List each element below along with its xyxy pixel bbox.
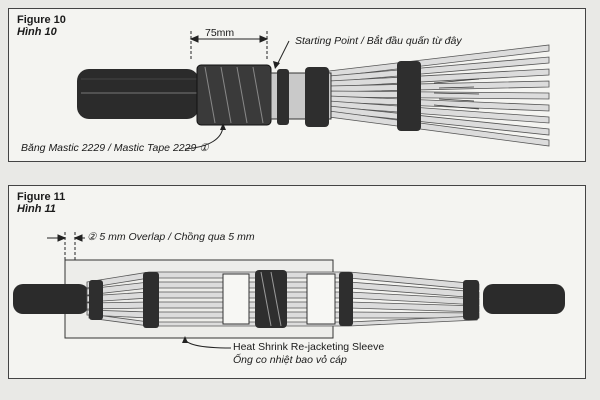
figure-10-title-vn: Hình 10 [17, 26, 57, 38]
connector-left [222, 273, 250, 325]
dimension-75mm [189, 31, 269, 61]
figure-10-title: Figure 10 Hình 10 [17, 14, 66, 38]
figure-10-title-en: Figure 10 [17, 14, 66, 26]
figure-11-title: Figure 11 Hình 11 [17, 191, 65, 215]
sleeve-label-vn: Ống co nhiệt bao vỏ cáp [233, 354, 347, 366]
band-wrap-lines [260, 271, 282, 327]
mastic-tape-label: Băng Mastic 2229 / Mastic Tape 2229 ① [21, 142, 209, 154]
starting-point-label: Starting Point / Bắt đầu quấn từ đây [295, 35, 462, 47]
figure-10-panel: Figure 10 Hình 10 [8, 8, 586, 162]
figure-11-drawing [13, 232, 565, 349]
sleeve-label-en: Heat Shrink Re-jacketing Sleeve [233, 341, 385, 353]
wire-bundle [328, 44, 550, 147]
right-cable [483, 284, 565, 314]
wire-hatching [433, 78, 480, 110]
dimension-label: 75mm [205, 27, 235, 39]
mastic-tape-wrap [196, 64, 272, 126]
figure-10-drawing [77, 31, 550, 150]
starting-point-leader [276, 40, 290, 66]
left-cable [13, 284, 89, 314]
figure-11-title-en: Figure 11 [17, 191, 66, 203]
figure-11-title-vn: Hình 11 [17, 203, 56, 215]
conductor-tape-bands [277, 61, 421, 131]
overlap-label: ② 5 mm Overlap / Chồng qua 5 mm [87, 231, 255, 243]
cable-jacket [77, 69, 199, 119]
connector-right [306, 273, 336, 325]
sleeve-leader [184, 337, 232, 349]
figure-11-panel: Figure 11 Hình 11 [8, 185, 586, 379]
